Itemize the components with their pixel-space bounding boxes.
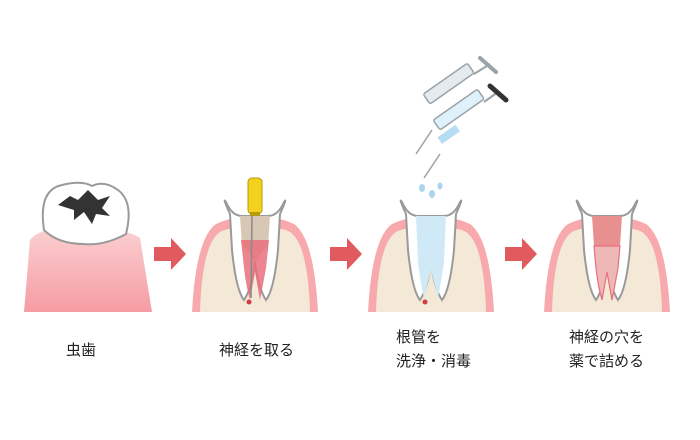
- arrow-right-icon: [154, 238, 186, 270]
- step-4-fill-canal: [544, 199, 670, 312]
- gum: [24, 227, 152, 312]
- arrow-right-icon: [505, 238, 537, 270]
- step-3-clean-disinfect: [368, 56, 509, 312]
- step-label-fill-canal: 神経の穴を 薬で詰める: [569, 328, 645, 370]
- nerve: [241, 240, 269, 300]
- file-ferrule: [250, 212, 260, 216]
- syringe-icon: [423, 83, 509, 179]
- canal-tip: [422, 299, 428, 305]
- step-2-remove-nerve: [192, 177, 318, 312]
- nerve-tip: [246, 299, 252, 305]
- water-drop-icon: [419, 184, 425, 192]
- endodontic-file-icon: [247, 177, 263, 215]
- step-label-remove-nerve: 神経を取る: [219, 341, 295, 359]
- water-drop-icon: [429, 190, 435, 198]
- endodontic-file-shaft: [250, 213, 253, 299]
- step-label-cavity: 虫歯: [66, 341, 97, 359]
- filled-canal: [593, 245, 621, 301]
- gum-inner: [376, 228, 486, 312]
- syringe-icon: [415, 56, 498, 155]
- cleaned-canal: [416, 216, 446, 298]
- step-1-cavity-tooth: [24, 181, 152, 312]
- step-label-clean-disinfect: 根管を 洗浄・消毒: [396, 328, 472, 370]
- arrow-right-icon: [330, 238, 362, 270]
- cavity: [58, 190, 110, 224]
- water-drop-icon: [437, 182, 443, 190]
